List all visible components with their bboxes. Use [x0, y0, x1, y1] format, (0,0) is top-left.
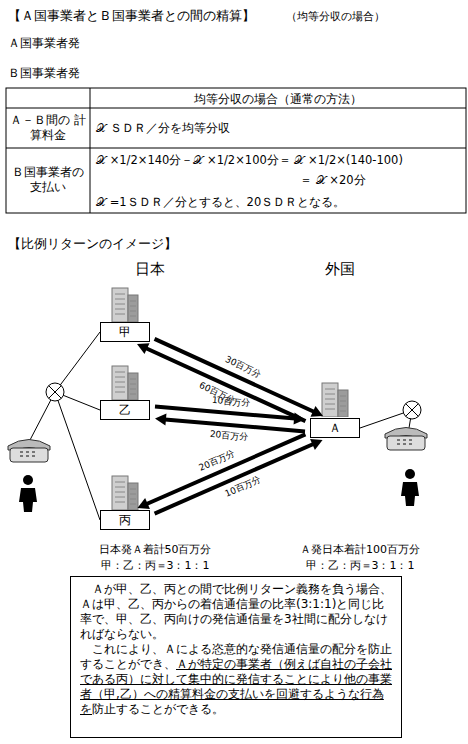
building-icon — [112, 288, 138, 322]
carrier-box: 乙 — [100, 400, 150, 420]
switch-symbol — [403, 401, 421, 419]
carrier-name: 甲 — [119, 324, 131, 341]
table-cell: 𝒳 ＳＤＲ／分を均等分収 — [96, 121, 456, 136]
table-cell: Ａ－Ｂ間の 計算料金 — [6, 113, 90, 143]
person-icon — [401, 469, 419, 506]
arrow-shaft — [147, 434, 306, 504]
person-body — [401, 482, 419, 506]
table-cell: ＝ 𝒳 ×20分 — [300, 173, 460, 187]
table-cell: Ｂ国事業者の 支払い — [6, 165, 90, 195]
note-text: 防止することができる。 — [92, 702, 224, 716]
table-border — [6, 88, 466, 213]
arrow-shaft — [155, 407, 295, 419]
person-icon — [19, 475, 37, 512]
subtitle: （均等分収の場合） — [286, 10, 426, 24]
table-cell: 均等分収の場合（通常の方法） — [90, 92, 466, 107]
building-icon — [322, 383, 348, 417]
phone-keys — [20, 452, 35, 456]
ratio-label: 甲：乙：丙＝3：1：1 — [70, 559, 240, 573]
region-label: 外国 — [290, 260, 390, 279]
table-cell: 𝒳 =1ＳＤＲ／分とすると、20ＳＤＲとなる。 — [96, 195, 462, 209]
switch-cross — [406, 404, 419, 417]
total-label: 日本発Ａ着計50百万分 — [70, 543, 240, 557]
total-label: Ａ発日本着計100百万分 — [275, 543, 445, 557]
person-head — [23, 475, 33, 485]
flow-arrow — [155, 439, 323, 514]
heading-text: Ａ国事業者発 — [8, 36, 158, 51]
building-icon — [112, 366, 138, 400]
note-paragraph: Ａが甲、乙、丙との間で比例リターン義務を負う場合、Ａは甲、乙、丙からの着信通信量… — [80, 582, 392, 642]
flow-arrow — [137, 434, 305, 509]
telephone-icon — [385, 428, 427, 451]
carrier-name: 乙 — [119, 402, 131, 419]
arrow-head — [137, 498, 149, 509]
section-heading: 【比例リターンのイメージ】 — [8, 236, 228, 252]
carrier-name: 丙 — [119, 512, 131, 529]
flow-arrow — [155, 414, 305, 432]
table-rule — [6, 148, 466, 149]
carrier-name: Ａ — [329, 420, 341, 437]
person-body — [19, 488, 37, 512]
arrow-head — [310, 439, 322, 450]
telephone-icon — [8, 440, 50, 463]
flow-label: 20百万分 — [198, 449, 237, 473]
building-icon — [112, 476, 138, 510]
table-rule — [6, 108, 466, 109]
switch-cross — [49, 386, 62, 399]
arrow-shaft — [165, 419, 305, 431]
carrier-box: Ａ — [310, 418, 360, 438]
arrow-shaft — [155, 444, 314, 514]
carrier-box: 甲 — [100, 322, 150, 342]
phone-keys — [397, 440, 412, 444]
switch-symbol — [46, 383, 64, 401]
arrow-head — [137, 343, 149, 354]
flow-arrow — [155, 339, 323, 417]
flow-label: 10百万分 — [211, 396, 250, 408]
note-paragraph: これにより、Ａによる恣意的な発信通信量の配分を防止することができ、Ａが特定の事業… — [80, 642, 392, 717]
table-cell: 𝒳 ×1/2×140分－𝒳 ×1/2×100分＝ 𝒳 ×1/2×(140-100… — [96, 153, 462, 167]
ratio-label: 甲：乙：丙＝3：1：1 — [275, 559, 445, 573]
flow-label: 20百万分 — [210, 430, 249, 442]
flow-label: 10百万分 — [224, 475, 263, 499]
diagram-title: 【Ａ国事業者とＢ国事業者との間の精算】 — [8, 8, 288, 24]
switch-circle — [403, 401, 421, 419]
heading-text: Ｂ国事業者発 — [8, 66, 158, 81]
region-label: 日本 — [100, 260, 200, 279]
carrier-box: 丙 — [100, 510, 150, 530]
person-head — [405, 469, 415, 479]
phone-body — [387, 436, 425, 450]
wire — [55, 392, 100, 520]
table-rule — [90, 88, 91, 213]
arrow-head — [294, 412, 305, 424]
phone-body — [10, 448, 48, 462]
note-box: Ａが甲、乙、丙との間で比例リターン義務を負う場合、Ａは甲、乙、丙からの着信通信量… — [70, 576, 402, 738]
arrow-head — [155, 414, 166, 426]
flow-label: 30百万分 — [224, 355, 263, 379]
note-text: Ａが甲、乙、丙との間で比例リターン義務を負う場合、Ａは甲、乙、丙からの着信通信量… — [80, 582, 392, 641]
arrow-shaft — [155, 339, 314, 412]
switch-circle — [46, 383, 64, 401]
wire — [55, 332, 100, 392]
arrow-shaft — [146, 348, 305, 421]
flow-arrow — [137, 343, 305, 421]
arrow-head — [311, 406, 323, 417]
